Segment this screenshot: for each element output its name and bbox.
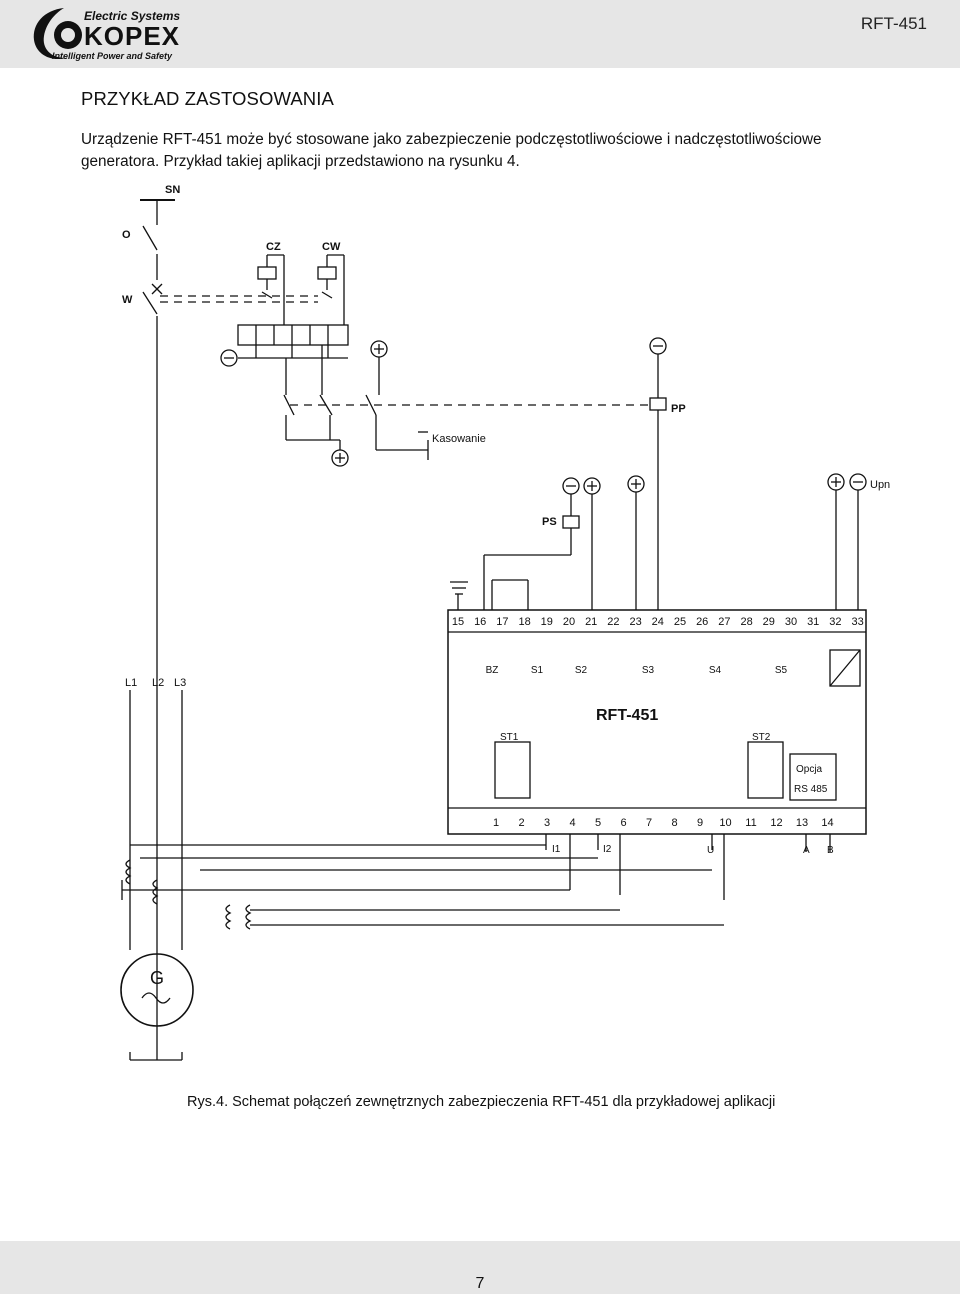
section-title: PRZYKŁAD ZASTOSOWANIA [81,88,334,109]
relay-label: S4 [709,665,722,676]
label-u: U [707,845,714,856]
label-st2: ST2 [752,732,771,743]
device-label: RFT-451 [596,707,658,724]
bottom-terminal: 2 [518,817,524,829]
page-header: Electric Systems KOPEX Intelligent Power… [0,0,960,68]
bottom-terminal: 10 [719,817,731,829]
label-w: W [122,294,133,306]
bottom-terminal: 14 [821,817,833,829]
bottom-terminal: 9 [697,817,703,829]
label-o: O [122,229,131,241]
bottom-terminal: 6 [620,817,626,829]
label-kasowanie: Kasowanie [432,433,486,445]
relay-label: S2 [575,665,588,676]
top-terminal-row: 15 16 17 18 19 20 21 22 23 24 25 26 27 28 29 30 31 32 33 [452,616,864,628]
bottom-terminal: 3 [544,817,550,829]
bottom-terminal: 5 [595,817,601,829]
relay-label: BZ [486,665,499,676]
logo-tagline-bottom: Intelligent Power and Safety [52,51,173,61]
top-terminal: 24 [652,616,664,628]
label-ps: PS [542,516,557,528]
label-l3: L3 [174,677,186,689]
label-b: B [827,845,834,856]
relay-label: S1 [531,665,544,676]
relay-label: S5 [775,665,788,676]
label-a: A [803,845,810,856]
label-i2: I2 [603,844,612,855]
top-terminal: 33 [851,616,863,628]
top-terminal: 28 [740,616,752,628]
intro-paragraph: Urządzenie RFT-451 może być stosowane ja… [81,129,911,173]
top-terminal: 31 [807,616,819,628]
logo-brand: KOPEX [84,21,180,51]
label-l2: L2 [152,677,164,689]
label-sn: SN [165,184,180,196]
bottom-terminal: 1 [493,817,499,829]
relay-labels: BZ S1 S2 S3 S4 S5 [486,665,788,676]
top-terminal: 19 [541,616,553,628]
top-terminal: 23 [629,616,641,628]
bottom-terminal: 4 [569,817,575,829]
top-terminal: 29 [763,616,775,628]
bottom-terminal: 8 [671,817,677,829]
label-i1: I1 [552,844,561,855]
label-pp: PP [671,403,686,415]
top-terminal: 20 [563,616,575,628]
label-rs485: RS 485 [794,784,828,795]
bottom-terminal: 13 [796,817,808,829]
kopex-logo: Electric Systems KOPEX Intelligent Power… [33,8,180,61]
label-upn: Upn [870,479,890,491]
label-cz: CZ [266,241,281,253]
top-terminal: 25 [674,616,686,628]
label-generator: G [150,968,164,988]
relay-label: S3 [642,665,655,676]
top-terminal: 15 [452,616,464,628]
top-terminal: 32 [829,616,841,628]
top-terminal: 21 [585,616,597,628]
wiring-schematic: SN O W CZ CW PP PS L1 L2 L3 Kasowanie Up… [120,184,890,1061]
top-terminal: 22 [607,616,619,628]
bottom-terminal: 12 [770,817,782,829]
bottom-terminal: 7 [646,817,652,829]
page-footer [0,1241,960,1294]
top-terminal: 17 [496,616,508,628]
intro-line-2: generatora. Przykład takiej aplikacji pr… [81,153,520,170]
page-number: 7 [475,1275,485,1292]
top-terminal: 18 [518,616,530,628]
label-st1: ST1 [500,732,519,743]
top-terminal: 27 [718,616,730,628]
logo-tagline-top: Electric Systems [84,9,180,23]
intro-line-1: Urządzenie RFT-451 może być stosowane ja… [81,131,822,148]
label-opcja: Opcja [796,764,823,775]
top-terminal: 16 [474,616,486,628]
figure-caption: Rys.4. Schemat połączeń zewnętrznych zab… [187,1094,776,1110]
top-terminal: 26 [696,616,708,628]
top-terminal: 30 [785,616,797,628]
document-code: RFT-451 [860,14,927,33]
bottom-terminal: 11 [745,817,756,829]
label-cw: CW [322,241,341,253]
label-l1: L1 [125,677,137,689]
